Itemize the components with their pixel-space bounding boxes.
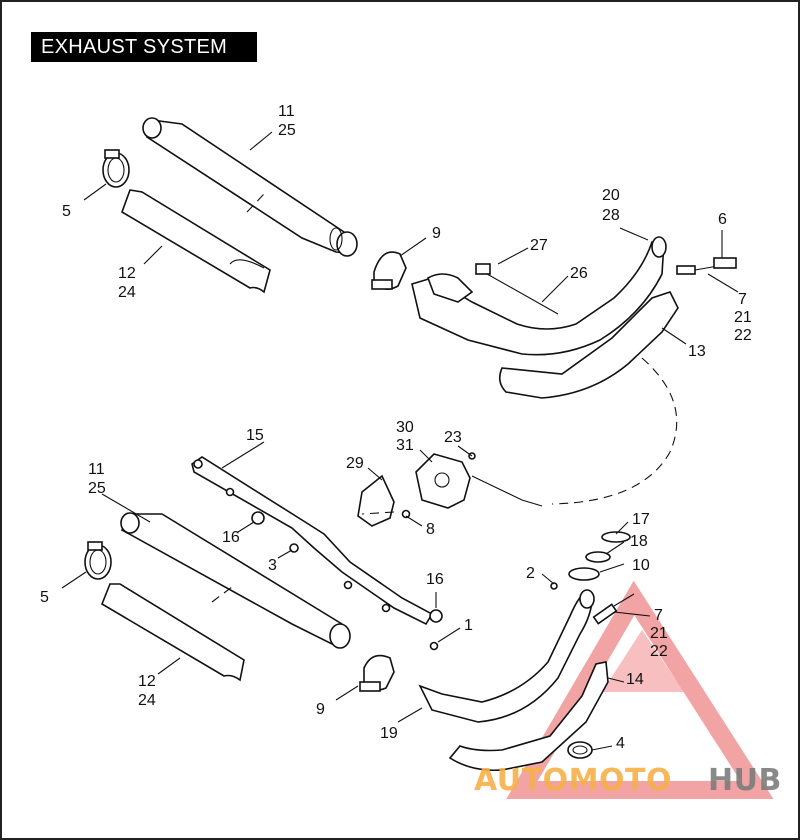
front-head-shield: [498, 291, 679, 399]
leader-lines: [61, 131, 739, 751]
callout-30: 30: [396, 419, 414, 436]
screw-8: [401, 509, 411, 519]
dashed-path-3: [211, 586, 233, 603]
callout-4: 4: [616, 735, 625, 752]
dashed-path-2: [246, 193, 265, 213]
callout-7-bottom: 7: [654, 607, 663, 624]
callout-5: 5: [62, 203, 71, 220]
callout-21-bottom: 21: [650, 625, 668, 642]
callout-2: 2: [526, 565, 535, 582]
grommet-16: [251, 511, 265, 525]
callout-21: 21: [734, 309, 752, 326]
watermark-part2: HUB: [708, 763, 782, 798]
title-banner: EXHAUST SYSTEM: [31, 32, 257, 62]
callout-9-bottom: 9: [316, 701, 325, 718]
callout-11: 11: [278, 103, 295, 120]
top-flange-strap: [475, 263, 559, 315]
callout-25: 25: [278, 122, 296, 139]
stud-2: [550, 582, 558, 590]
callout-20: 20: [602, 187, 620, 204]
top-o2-sensor: [676, 257, 737, 275]
callout-10: 10: [632, 557, 650, 574]
callout-5-bottom: 5: [40, 589, 49, 606]
watermark-text: AUTOMOTO HUB: [474, 763, 782, 798]
mount-bracket: [357, 474, 395, 527]
seal-16: [429, 609, 443, 623]
top-clamp-band: [371, 251, 407, 290]
callout-22-bottom: 22: [650, 643, 668, 660]
callout-17: 17: [632, 511, 650, 528]
callout-31: 31: [396, 437, 414, 454]
valve-actuator: [415, 453, 471, 509]
callout-8: 8: [426, 521, 435, 538]
bottom-muffler: [120, 512, 351, 649]
bottom-clamp-band: [359, 654, 395, 692]
front-head-pipe: [411, 236, 667, 356]
callout-14: 14: [626, 671, 644, 688]
callout-16-bottom: 16: [426, 571, 444, 588]
page-title: EXHAUST SYSTEM: [41, 36, 228, 58]
actuator-cable: [471, 475, 543, 507]
callout-11-bottom: 11: [88, 461, 105, 478]
callout-3: 3: [268, 557, 277, 574]
callout-25-bottom: 25: [88, 480, 106, 497]
callout-22: 22: [734, 327, 752, 344]
rear-head-pipe: [418, 589, 595, 723]
gasket-stack: [568, 531, 631, 581]
callout-16: 16: [222, 529, 240, 546]
top-muffler: [142, 117, 358, 257]
callout-18: 18: [630, 533, 648, 550]
callout-12-bottom: 12: [138, 673, 156, 690]
callout-27: 27: [530, 237, 548, 254]
bottom-clamp: [84, 541, 112, 580]
callout-24-bottom: 24: [138, 692, 156, 709]
callout-13: 13: [688, 343, 706, 360]
callout-19: 19: [380, 725, 398, 742]
callout-7: 7: [738, 291, 747, 308]
callout-1: 1: [464, 617, 473, 634]
callout-24: 24: [118, 284, 136, 301]
callout-15: 15: [246, 427, 264, 444]
watermark-logo: [506, 580, 774, 799]
callout-29: 29: [346, 455, 364, 472]
callout-9: 9: [432, 225, 441, 242]
small-clamp: [567, 741, 593, 759]
dashed-path-4: [361, 511, 395, 515]
callout-6: 6: [718, 211, 727, 228]
callout-23: 23: [444, 429, 462, 446]
callout-12: 12: [118, 265, 136, 282]
top-clamp: [102, 149, 130, 188]
callout-labels: 11 25 5 12 24 9 27 26 20 28 6 7 21 22 13…: [40, 103, 752, 752]
bottom-o2-sensor: [592, 593, 635, 625]
rear-head-shield: [448, 661, 609, 772]
callout-28: 28: [602, 207, 620, 224]
dashed-path-1: [551, 357, 678, 505]
fastener-1: [429, 641, 439, 651]
bottom-muffler-shield: [101, 583, 245, 682]
crossover-bar: [191, 456, 434, 626]
top-muffler-shield: [121, 189, 271, 294]
watermark-part1: AUTOMOTO: [474, 763, 672, 798]
callout-26: 26: [570, 265, 588, 282]
